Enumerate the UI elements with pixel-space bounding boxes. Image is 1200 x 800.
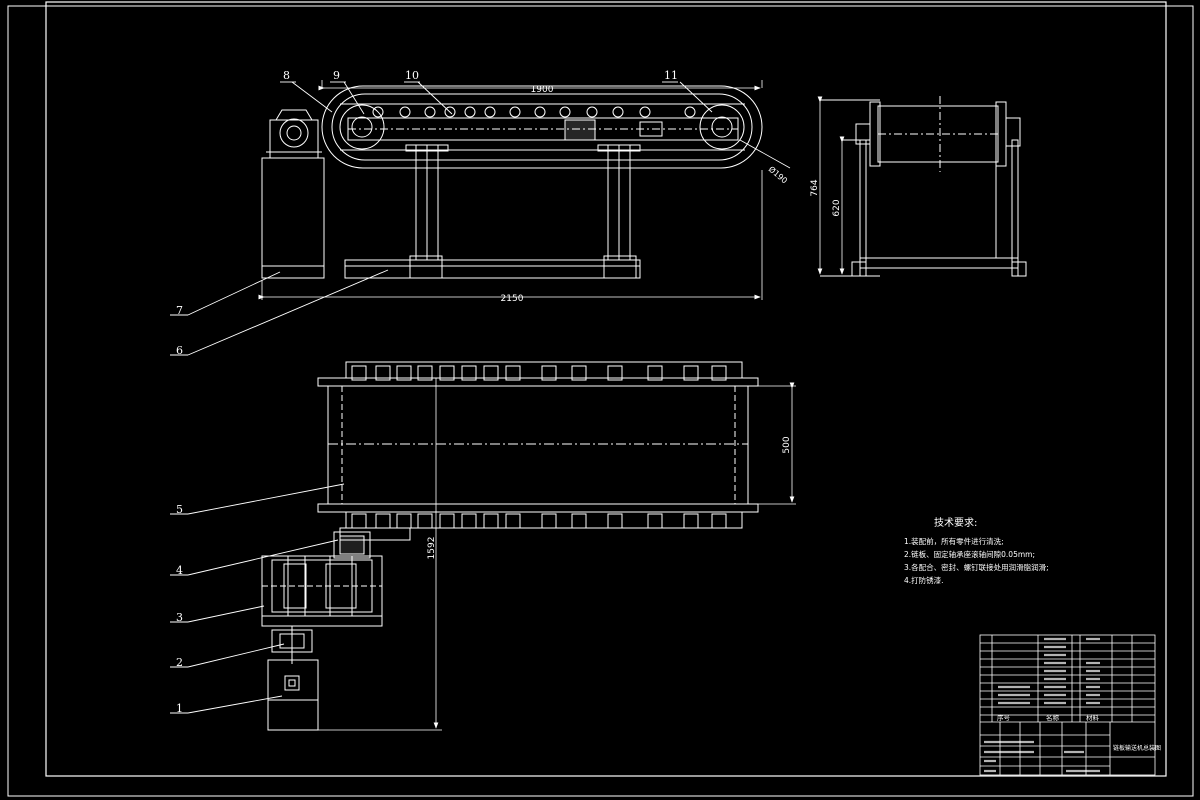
part-label-7: 7 [176, 304, 183, 317]
inner-frame [45, 1, 1167, 777]
chain-belt-loop [321, 85, 763, 169]
outer-frame [7, 5, 1194, 797]
tech-req-title: 技术要求: [934, 518, 978, 529]
drive-unit [261, 531, 383, 731]
part-label-3: 3 [176, 611, 183, 624]
part-label-4: 4 [176, 564, 183, 577]
part-label-5: 5 [176, 503, 183, 516]
title-block [979, 634, 1156, 776]
tech-req-item: 3.各配合、密封、螺钉联接处用润滑脂润滑; [904, 563, 1049, 572]
leader-lines [170, 81, 713, 714]
chain-brackets-bottom [345, 511, 743, 529]
top-view [300, 361, 796, 731]
dim-belt-width: 500 [782, 436, 792, 453]
chain-brackets-top [345, 361, 743, 381]
dim-length-total: 2150 [501, 294, 524, 304]
dim-length-top: 1900 [531, 85, 554, 95]
front-view [261, 85, 763, 279]
title-block-name-header: 名称 [1046, 713, 1060, 722]
tech-req-item: 2.链板、固定轴承座滚轴间隙0.05mm; [904, 550, 1035, 559]
part-label-10: 10 [405, 69, 419, 82]
technical-requirements: 技术要求: 1.装配前，所有零件进行清洗; 2.链板、固定轴承座滚轴间隙0.05… [904, 514, 1144, 587]
dim-height-total: 764 [810, 179, 820, 196]
part-label-9: 9 [333, 69, 340, 82]
top-gear-unit [266, 109, 322, 159]
part-label-1: 1 [176, 702, 183, 715]
title-block-seq-header: 序号 [997, 713, 1011, 722]
chain-rollers [372, 106, 696, 118]
motor-box [261, 157, 325, 279]
tech-req-item: 4.打防锈漆. [904, 576, 944, 585]
dim-height-inner: 620 [832, 199, 842, 216]
part-label-8: 8 [283, 69, 290, 82]
base-frame [344, 259, 641, 279]
dim-roller-dia: Ø190 [767, 164, 790, 186]
title-block-material-header: 材料 [1086, 713, 1100, 722]
drawing-title: 链板输送机总装图 [1113, 744, 1161, 752]
belt-top [317, 377, 759, 387]
side-view [817, 96, 1027, 277]
part-label-6: 6 [176, 344, 183, 357]
tech-req-item: 1.装配前，所有零件进行清洗; [904, 537, 1004, 546]
electric-motor [267, 659, 319, 731]
part-label-11: 11 [664, 69, 678, 82]
idler-drum [699, 104, 745, 150]
part-label-2: 2 [176, 656, 183, 669]
drive-drum [339, 104, 385, 150]
front-dims [258, 80, 791, 300]
dim-drive-length: 1592 [427, 537, 437, 560]
